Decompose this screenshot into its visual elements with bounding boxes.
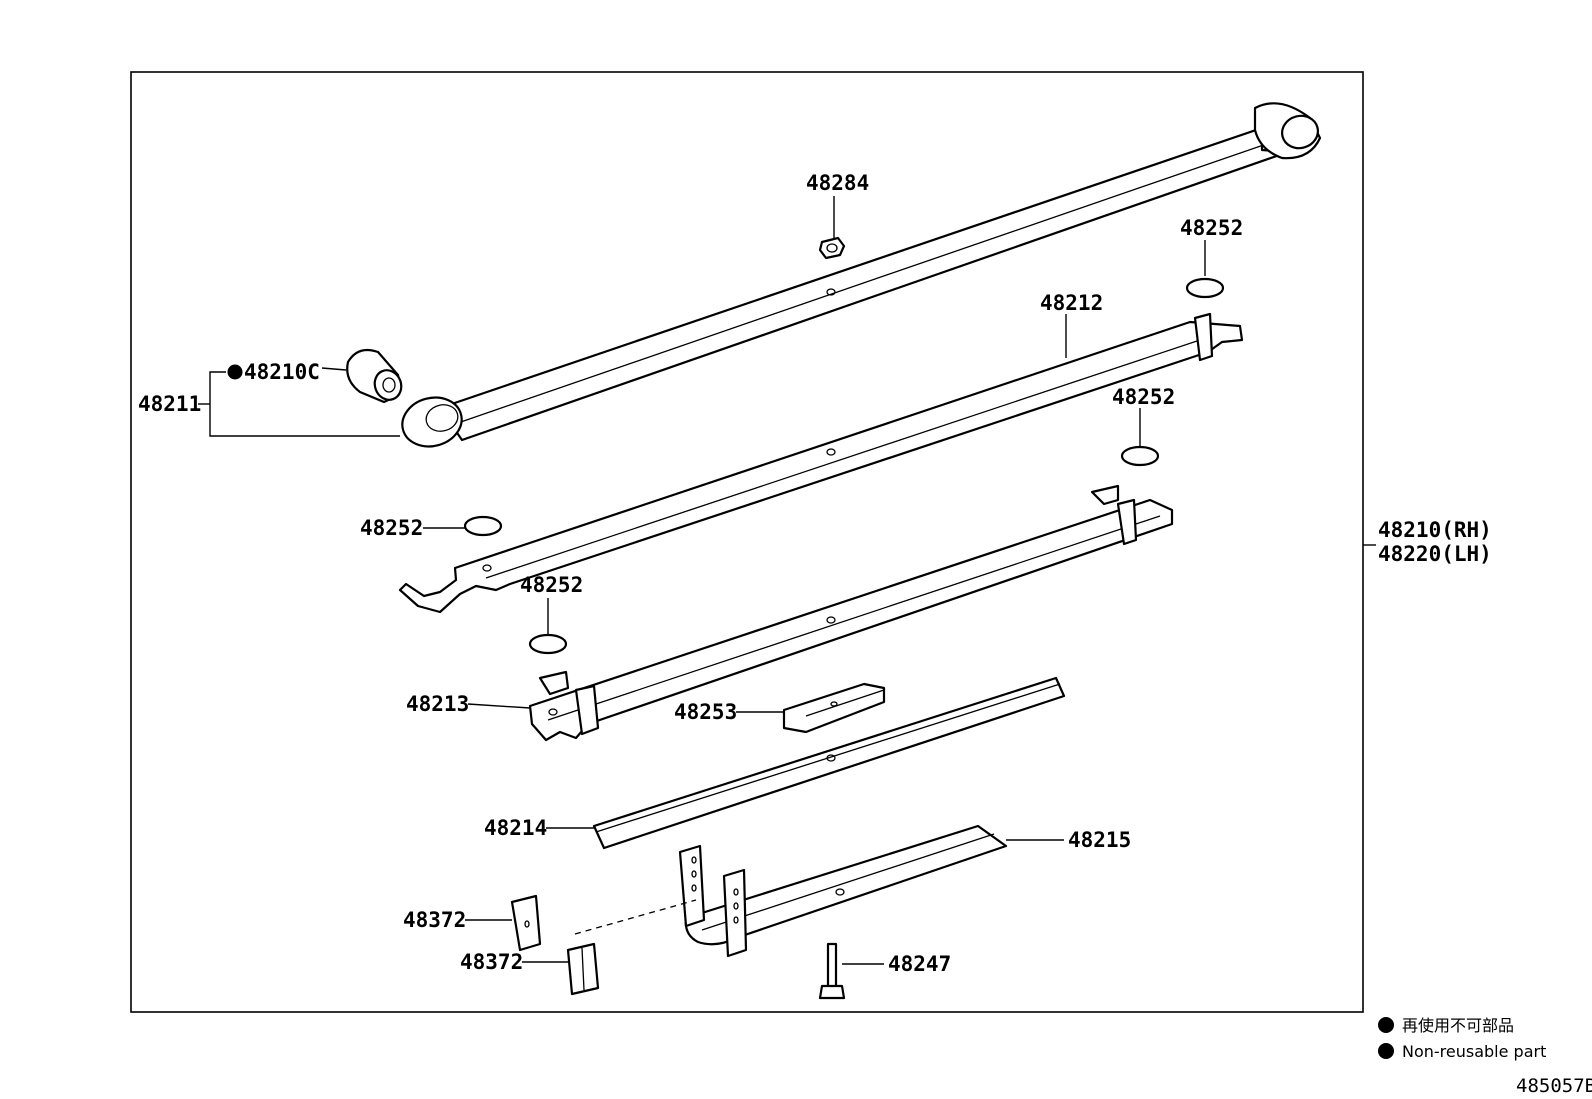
spacer-48253	[782, 682, 886, 734]
filled-circle-icon	[1378, 1043, 1394, 1059]
bolt-48247	[818, 942, 846, 1000]
callout-48220-lh: 48220(LH)	[1378, 542, 1492, 566]
callout-48372-b: 48372	[460, 950, 523, 974]
callout-48253: 48253	[674, 700, 737, 724]
callout-48212: 48212	[1040, 291, 1103, 315]
callout-48210-rh: 48210(RH)	[1378, 518, 1492, 542]
callout-48211: 48211	[138, 392, 201, 416]
main-leaf-48211	[401, 102, 1322, 448]
callout-48210c: 48210C	[244, 360, 320, 384]
callout-48252-b: 48252	[1112, 385, 1175, 409]
callout-48214: 48214	[484, 816, 547, 840]
figure-id: 485057B	[1516, 1075, 1592, 1097]
callout-48372-a: 48372	[403, 908, 466, 932]
silencer-48252-a	[1185, 277, 1225, 299]
callout-48252-c: 48252	[360, 516, 423, 540]
nut-48284	[818, 236, 846, 260]
leaf-48212	[398, 312, 1244, 614]
silencer-48252-c	[463, 515, 503, 537]
leaf-48215	[574, 824, 1008, 958]
silencer-48252-d	[528, 633, 568, 655]
clip-48372-b	[566, 942, 600, 996]
callout-48213: 48213	[406, 692, 469, 716]
legend: 再使用不可部品 Non-reusable part	[1378, 1016, 1546, 1061]
callout-48247: 48247	[888, 952, 951, 976]
filled-circle-icon	[1378, 1017, 1394, 1033]
bushing-48210c	[346, 348, 403, 404]
leaf-48213	[528, 484, 1174, 742]
callout-48252-a: 48252	[1180, 216, 1243, 240]
clip-48372-a	[510, 894, 542, 952]
callout-48215: 48215	[1068, 828, 1131, 852]
leader-lines	[198, 196, 1376, 965]
silencer-48252-b	[1120, 445, 1160, 467]
diagram-frame	[130, 71, 1364, 1013]
legend-japanese: 再使用不可部品	[1402, 1016, 1514, 1035]
legend-english: Non-reusable part	[1402, 1042, 1546, 1061]
callout-48252-d: 48252	[520, 573, 583, 597]
callout-48284: 48284	[806, 171, 869, 195]
leaf-48214	[592, 676, 1066, 850]
non-reusable-marker-icon	[227, 364, 243, 380]
